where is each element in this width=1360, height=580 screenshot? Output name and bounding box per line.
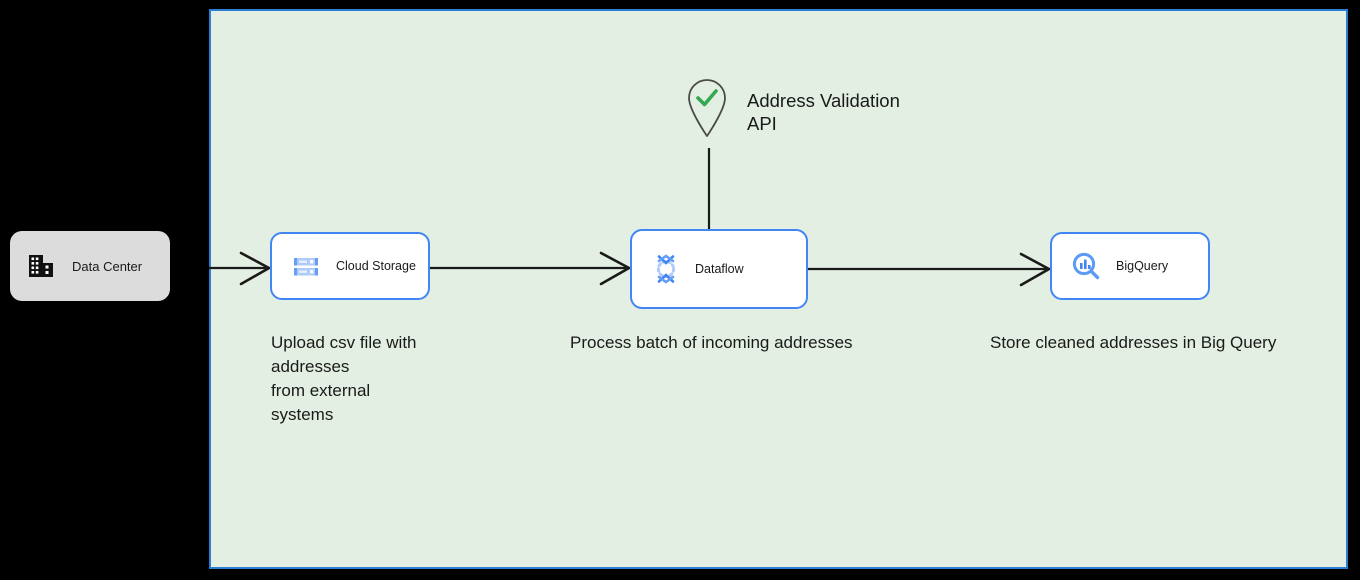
node-label-dataflow: Dataflow [695,262,744,276]
cloud-storage-icon [290,250,322,282]
data-center-icon [26,251,56,281]
bigquery-icon [1070,250,1102,282]
caption-dataflow: Process batch of incoming addresses [570,333,853,352]
map-pin-check-icon [684,76,730,138]
caption-cloud-storage: Upload csv file with addresses from exte… [271,333,417,424]
dataflow-icon [650,253,682,285]
node-cloud-storage[interactable]: Cloud Storage [270,232,430,300]
node-label-data-center: Data Center [72,258,143,274]
node-data-center[interactable]: Data Center [10,231,170,301]
node-label-bigquery: BigQuery [1116,259,1169,273]
node-label-cloud-storage: Cloud Storage [336,259,416,273]
api-label: Address Validation API [747,90,900,134]
caption-bigquery: Store cleaned addresses in Big Query [990,333,1277,352]
node-dataflow[interactable]: Dataflow [630,229,808,309]
node-bigquery[interactable]: BigQuery [1050,232,1210,300]
node-address-validation-api[interactable]: Address Validation API [684,76,927,138]
